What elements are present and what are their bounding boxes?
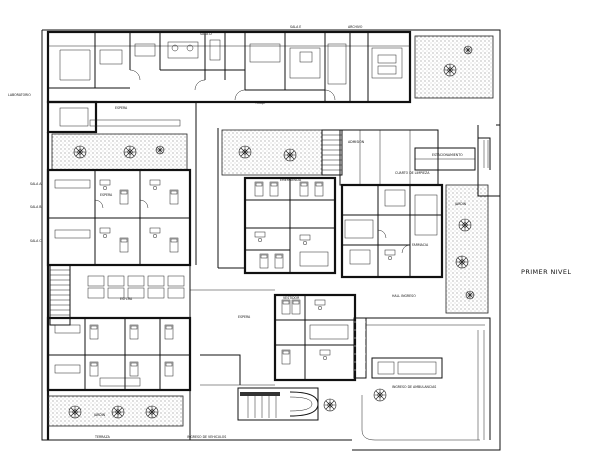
label-admision: ADMISION — [348, 140, 365, 144]
tree-icon — [111, 405, 125, 419]
label-terraza: TERRAZA — [94, 435, 111, 439]
left-middle-block — [46, 168, 192, 267]
garden-right — [445, 184, 489, 314]
stair-left — [49, 264, 71, 326]
label-espera: ESPERA — [120, 297, 133, 301]
site-boundary — [41, 29, 501, 451]
tree-icon — [323, 398, 337, 412]
label-jardin: JARDIN — [93, 413, 106, 417]
tree-icon — [455, 255, 469, 269]
label-sala: SALA A — [30, 182, 42, 186]
tree-icon — [155, 145, 165, 155]
top-wing — [46, 30, 412, 104]
label-laboratorio: LABORATORIO — [8, 93, 31, 97]
courtyard-left — [51, 133, 188, 171]
center-block — [243, 176, 337, 275]
lower-center-block — [273, 293, 357, 382]
label-sala: SALA E — [290, 25, 301, 29]
label-espera: ESPERA — [100, 193, 113, 197]
label-emergencia: EMERGENCIA — [280, 178, 302, 182]
label-espera: ESPERA — [238, 315, 251, 319]
tree-icon — [145, 405, 159, 419]
label-cuarto-limpieza: CUARTO DE LIMPIEZA — [395, 171, 430, 175]
label-estacionamiento: ESTACIONAMIENTO — [432, 153, 463, 157]
ambulance-canopy — [414, 137, 491, 171]
stair-center — [321, 129, 343, 176]
tree-icon — [68, 405, 82, 419]
label-ingreso-vehicular: INGRESO DE VEHICULOS — [187, 435, 226, 439]
label-espera: ESPERA — [115, 106, 128, 110]
label-vestidor: VESTIDOR — [283, 296, 300, 300]
label-sala: SALA D — [200, 32, 212, 36]
tree-icon — [373, 388, 387, 402]
corridor-walls — [189, 102, 275, 440]
label-ingreso-ambulancias: INGRESO DE AMBULANCIAS — [392, 385, 436, 389]
label-farmacia: FARMACIA — [412, 243, 429, 247]
label-hall-ingreso: HALL INGRESO — [392, 294, 416, 298]
ramp-bottom — [237, 387, 319, 421]
right-lower-area — [361, 317, 491, 441]
stair-lower — [353, 317, 367, 379]
courtyard-center — [221, 129, 323, 176]
tree-icon — [123, 145, 137, 159]
label-archivo: ARCHIVO — [348, 25, 363, 29]
tree-icon — [443, 63, 457, 77]
tree-icon — [463, 45, 473, 55]
tree-icon — [238, 145, 252, 159]
left-lower-block — [46, 316, 192, 392]
waiting-seats — [87, 275, 185, 299]
label-jardin: JARDIN — [454, 202, 467, 206]
label-sala: SALA B — [30, 205, 42, 209]
plan-title: PRIMER NIVEL — [521, 268, 571, 276]
tree-icon — [283, 148, 297, 162]
garden-bottom-left — [47, 395, 184, 427]
courtyard-top-right — [414, 35, 494, 99]
label-sala: SALA C — [30, 239, 42, 243]
tree-icon — [73, 145, 87, 159]
right-center-block — [339, 129, 444, 279]
tree-icon — [458, 218, 472, 232]
tree-icon — [465, 290, 475, 300]
label-triaje: TRIAJE — [254, 101, 265, 105]
